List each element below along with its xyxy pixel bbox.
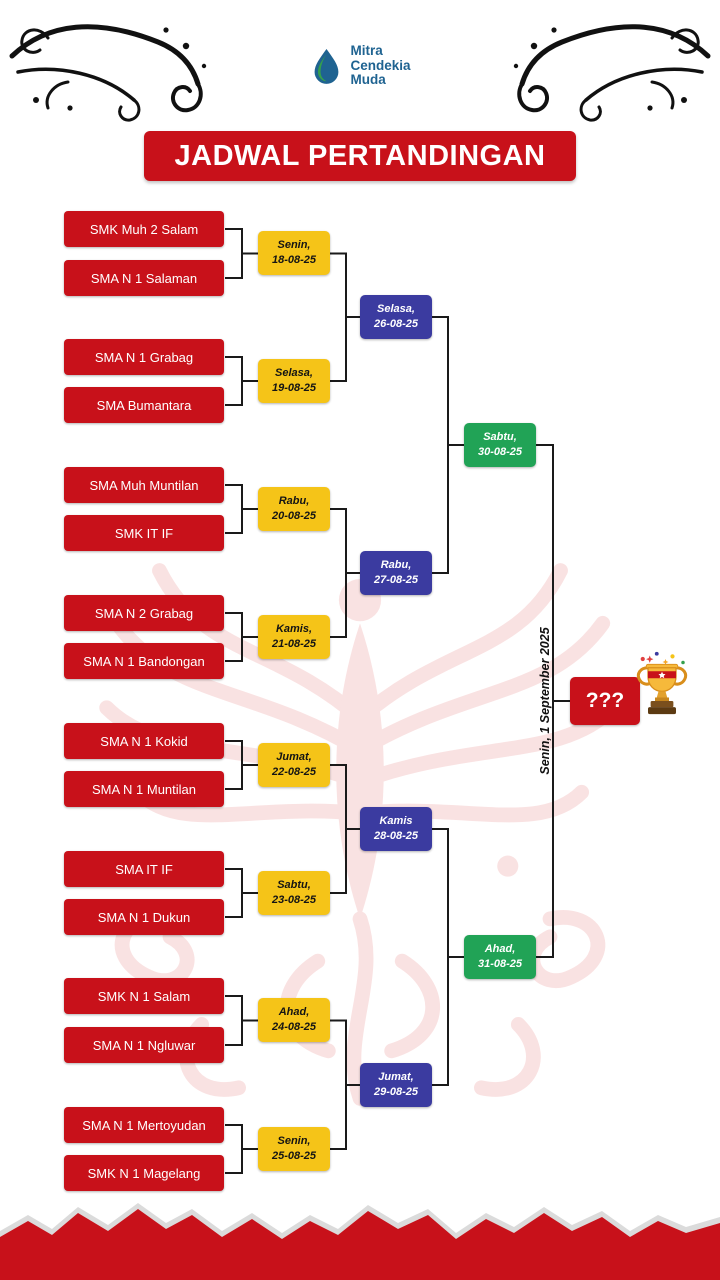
logo: Mitra Cendekia Muda	[309, 43, 411, 88]
match-date-box: Rabu, 27-08-25	[360, 551, 432, 595]
team-box: SMK N 1 Magelang	[64, 1155, 224, 1191]
logo-drop-icon	[314, 48, 339, 84]
logo-line: Muda	[350, 72, 386, 88]
final-date: Senin, 1 September 2025	[538, 627, 552, 775]
date-day: Kamis	[379, 814, 413, 827]
team-box: SMA N 1 Muntilan	[64, 771, 224, 807]
round1-connectors	[225, 228, 258, 1174]
match-date-box: Senin, 18-08-25	[258, 231, 330, 275]
team-box: SMK N 1 Salam	[64, 978, 224, 1014]
date-day: Sabtu,	[277, 878, 311, 891]
match-date-box: Sabtu, 30-08-25	[464, 423, 536, 467]
team-box: SMA N 1 Ngluwar	[64, 1027, 224, 1063]
date-value: 27-08-25	[373, 574, 419, 586]
date-day: Rabu,	[380, 558, 412, 571]
date-value: 23-08-25	[271, 894, 317, 906]
match-date-box: Selasa, 26-08-25	[360, 295, 432, 339]
date-value: 20-08-25	[271, 510, 317, 522]
trophy-icon	[636, 651, 688, 715]
match-date-box: Sabtu, 23-08-25	[258, 871, 330, 915]
date-value: 29-08-25	[373, 1086, 419, 1098]
logo-text: Mitra Cendekia Muda	[350, 43, 411, 88]
team-box: SMA Muh Muntilan	[64, 467, 224, 503]
date-day: Senin,	[277, 1134, 311, 1147]
date-day: Ahad,	[278, 1005, 310, 1018]
champion-placeholder: ???	[570, 677, 640, 725]
team-box: SMA N 1 Salaman	[64, 260, 224, 296]
date-value: 28-08-25	[373, 830, 419, 842]
date-value: 21-08-25	[271, 638, 317, 650]
team-box: SMA N 2 Grabag	[64, 595, 224, 631]
team-box: SMA N 1 Dukun	[64, 899, 224, 935]
match-date-box: Kamis 28-08-25	[360, 807, 432, 851]
date-value: 30-08-25	[477, 446, 523, 458]
team-box: SMA N 1 Mertoyudan	[64, 1107, 224, 1143]
round3-connectors	[432, 316, 464, 1086]
match-date-box: Senin, 25-08-25	[258, 1127, 330, 1171]
date-day: Selasa,	[275, 366, 313, 379]
match-date-box: Rabu, 20-08-25	[258, 487, 330, 531]
date-day: Selasa,	[377, 302, 415, 315]
date-value: 26-08-25	[373, 318, 419, 330]
date-day: Sabtu,	[483, 430, 517, 443]
date-day: Kamis,	[275, 622, 313, 635]
corner-flourish-right-icon	[513, 24, 711, 122]
team-box: SMK Muh 2 Salam	[64, 211, 224, 247]
date-value: 25-08-25	[271, 1150, 317, 1162]
date-value: 24-08-25	[271, 1021, 317, 1033]
team-box: SMK IT IF	[64, 515, 224, 551]
final-connector	[536, 444, 570, 958]
team-box: SMA N 1 Grabag	[64, 339, 224, 375]
date-value: 22-08-25	[271, 766, 317, 778]
date-day: Ahad,	[484, 942, 516, 955]
round2-connectors	[330, 252, 360, 1150]
logo-line: Mitra	[350, 43, 383, 58]
date-day: Jumat,	[378, 1070, 414, 1083]
match-date-box: Kamis, 21-08-25	[258, 615, 330, 659]
date-day: Senin,	[277, 238, 311, 251]
team-box: SMA IT IF	[64, 851, 224, 887]
match-date-box: Ahad, 24-08-25	[258, 998, 330, 1042]
match-date-box: Ahad, 31-08-25	[464, 935, 536, 979]
page-title: JADWAL PERTANDINGAN	[144, 131, 576, 181]
match-date-box: Selasa, 19-08-25	[258, 359, 330, 403]
date-value: 31-08-25	[477, 958, 523, 970]
date-day: Jumat,	[276, 750, 312, 763]
corner-flourish-left-icon	[9, 24, 207, 122]
team-box: SMA Bumantara	[64, 387, 224, 423]
match-date-box: Jumat, 29-08-25	[360, 1063, 432, 1107]
date-value: 18-08-25	[271, 254, 317, 266]
torn-edge	[0, 1203, 720, 1280]
team-box: SMA N 1 Kokid	[64, 723, 224, 759]
logo-line: Cendekia	[350, 57, 411, 73]
match-date-box: Jumat, 22-08-25	[258, 743, 330, 787]
date-day: Rabu,	[278, 494, 310, 507]
team-box: SMA N 1 Bandongan	[64, 643, 224, 679]
date-value: 19-08-25	[271, 382, 317, 394]
